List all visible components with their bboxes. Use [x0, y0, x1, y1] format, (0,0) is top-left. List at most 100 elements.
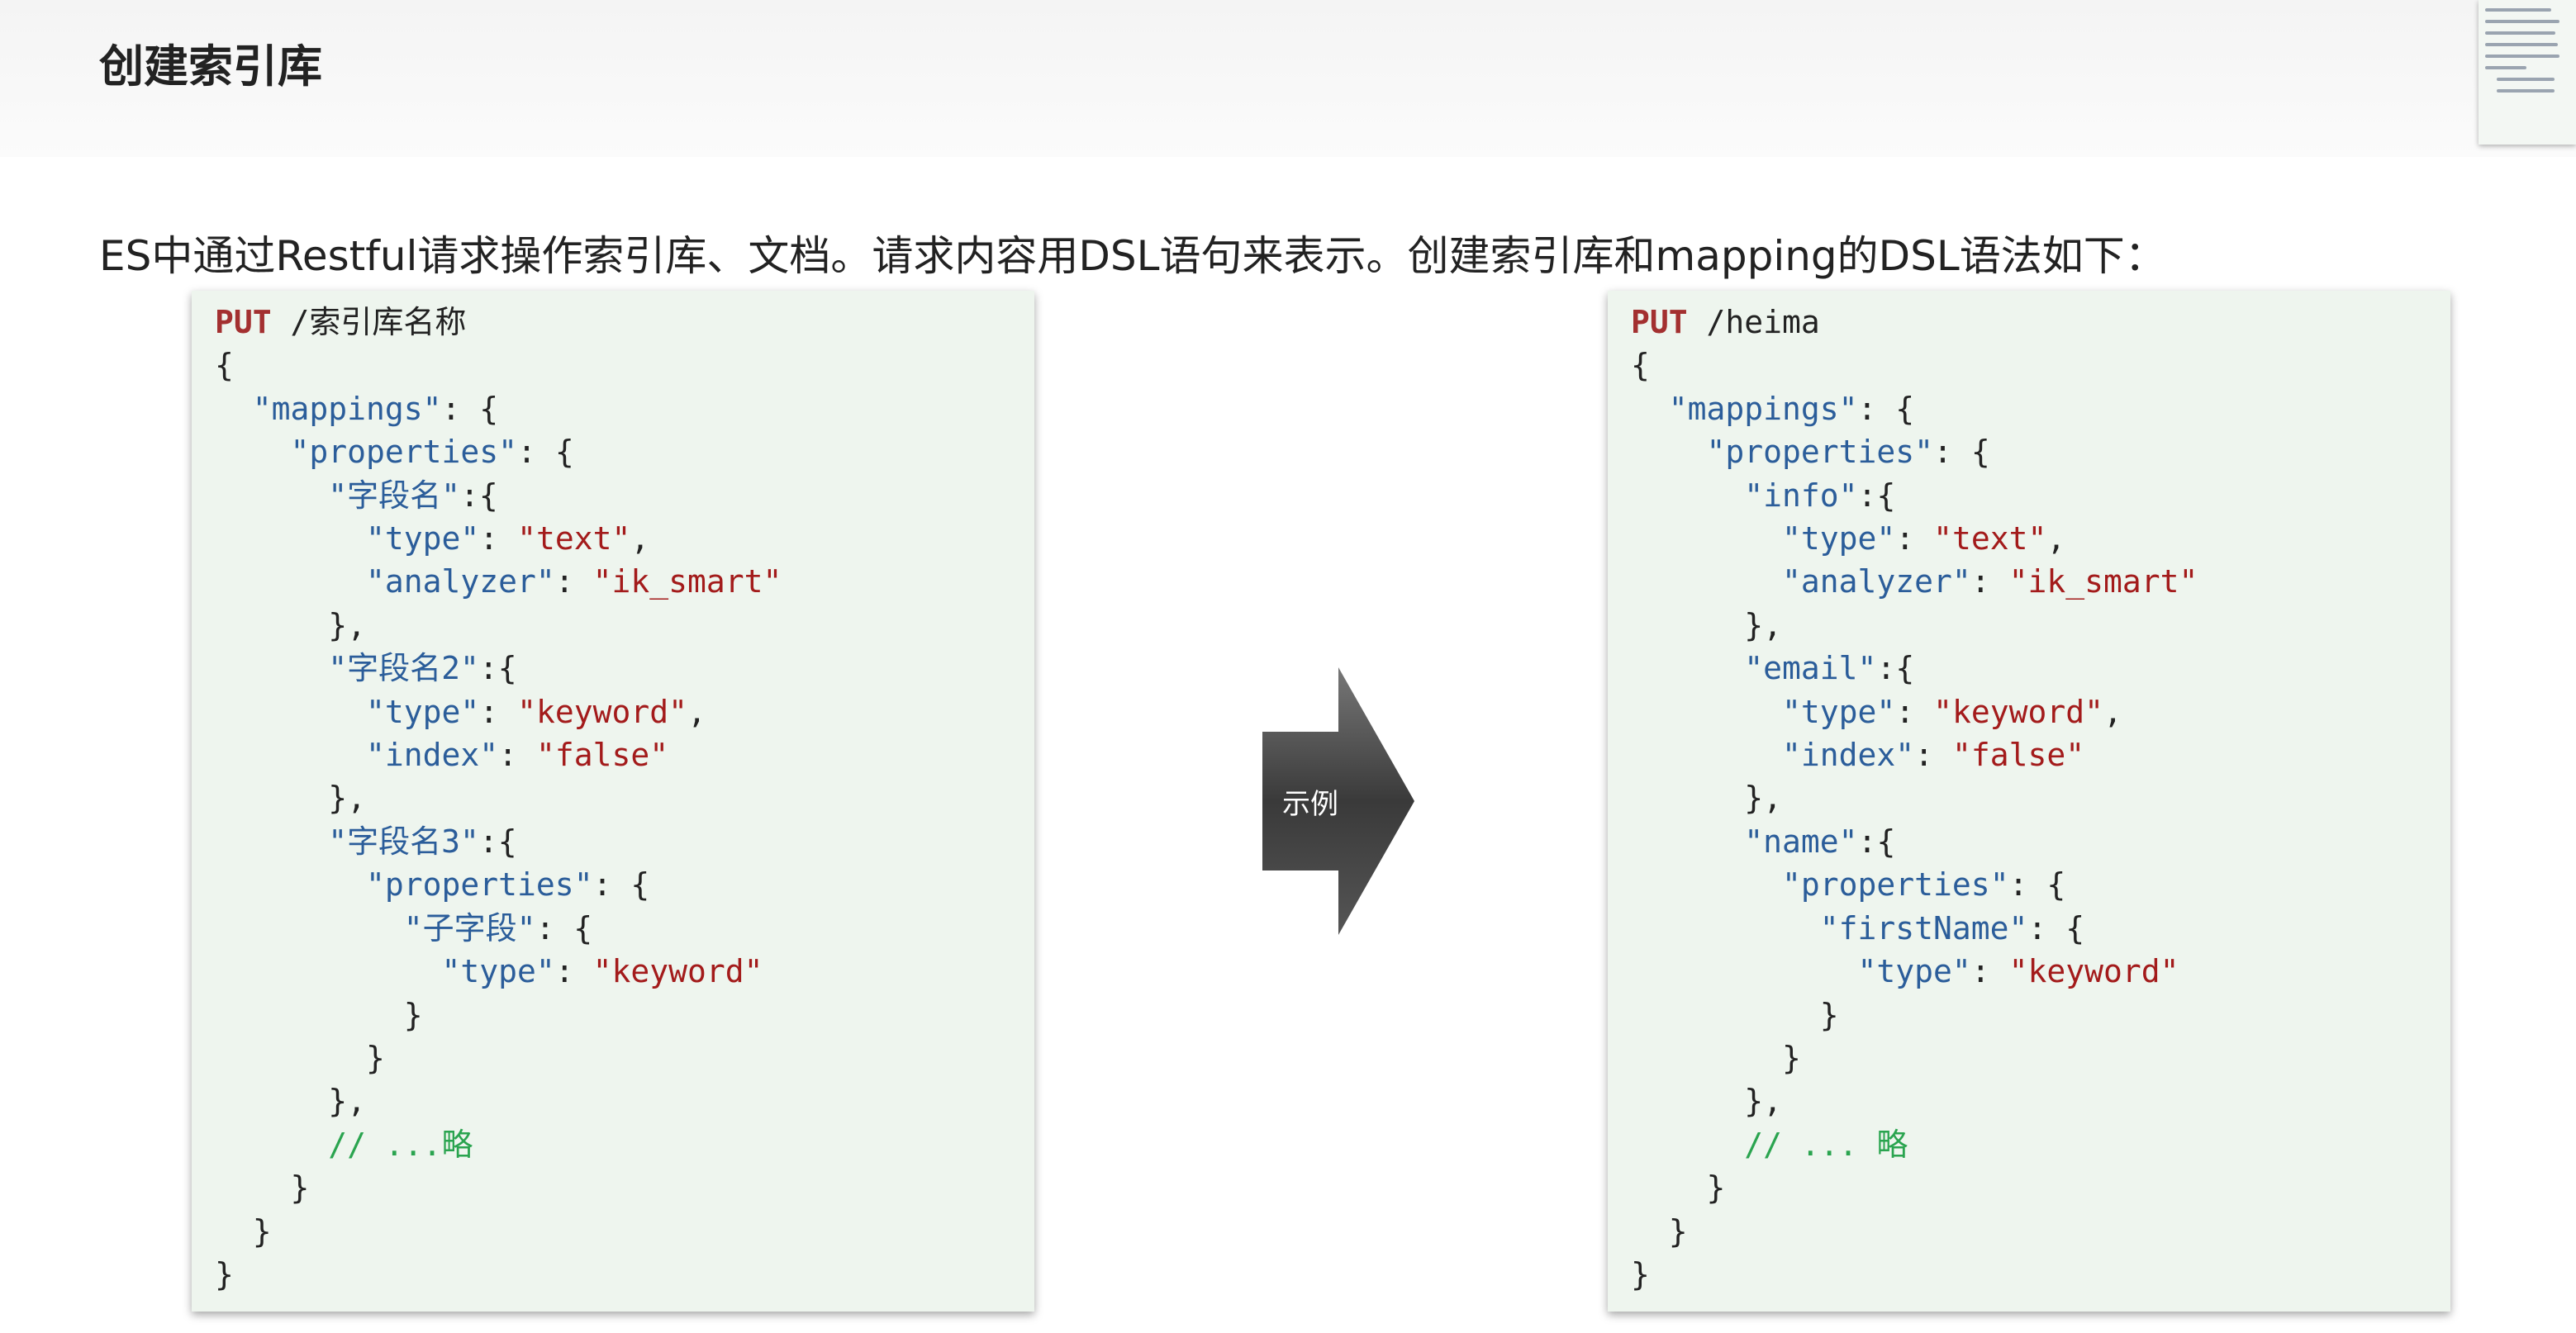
- code-text: [1631, 391, 1669, 427]
- code-text: }: [215, 1255, 234, 1293]
- example-code-block: PUT /heima{ "mappings": { "properties": …: [1608, 291, 2450, 1312]
- code-line: "name":{: [1631, 820, 2450, 863]
- json-string: "text": [517, 520, 631, 557]
- code-line: "type": "text",: [215, 517, 1034, 560]
- code-text: }: [1631, 996, 1839, 1033]
- syntax-code-block: PUT /索引库名称{ "mappings": { "properties": …: [192, 291, 1034, 1312]
- code-text: [1631, 823, 1744, 860]
- json-string: "keyword": [517, 693, 687, 730]
- http-method: PUT: [1631, 304, 1688, 340]
- code-text: [1631, 866, 1782, 903]
- code-line: "字段名":{: [215, 474, 1034, 517]
- code-line: "properties": {: [215, 430, 1034, 473]
- json-key: "properties": [1782, 866, 2009, 904]
- code-text: :: [1970, 953, 2009, 990]
- code-line: "type": "keyword",: [1631, 690, 2450, 733]
- code-text: }: [215, 1039, 385, 1076]
- json-key: "properties": [366, 866, 593, 904]
- code-line: "properties": {: [1631, 430, 2450, 473]
- json-string: "false": [535, 737, 669, 774]
- code-line: "字段名2":{: [215, 647, 1034, 690]
- code-text: : {: [592, 866, 650, 904]
- arrow-label: 示例: [1282, 788, 1338, 821]
- code-text: },: [215, 780, 367, 817]
- code-text: [215, 650, 328, 686]
- description-text: ES中通过Restful请求操作索引库、文档。请求内容用DSL语句来表示。创建索…: [99, 232, 2166, 280]
- code-line: PUT /heima: [1631, 301, 2450, 344]
- code-text: [215, 910, 404, 946]
- code-text: : {: [1857, 390, 1915, 427]
- json-key: "email": [1744, 650, 1877, 687]
- json-key: "mappings": [252, 390, 442, 427]
- code-text: [215, 1127, 328, 1163]
- json-key: "type": [366, 520, 480, 557]
- code-text: : {: [517, 434, 574, 471]
- json-key: "index": [366, 737, 499, 774]
- code-line: }: [215, 1210, 1034, 1253]
- json-key: "type": [366, 693, 480, 730]
- code-text: :{: [460, 477, 498, 514]
- code-text: : {: [441, 390, 499, 427]
- code-text: {: [1631, 347, 1650, 384]
- code-text: [215, 953, 442, 989]
- code-text: : {: [2008, 866, 2066, 904]
- code-line: "mappings": {: [215, 387, 1034, 430]
- code-text: [1631, 1127, 1744, 1163]
- json-key: "type": [441, 953, 555, 990]
- code-text: : {: [535, 909, 593, 946]
- json-string: "keyword": [592, 953, 763, 990]
- json-key: "字段名3": [328, 823, 479, 860]
- code-line: }: [215, 1037, 1034, 1079]
- code-text: },: [215, 606, 367, 643]
- code-line: "firstName": {: [1631, 907, 2450, 950]
- code-text: [1631, 953, 1858, 989]
- code-line: {: [215, 344, 1034, 387]
- json-key: "properties": [290, 434, 518, 471]
- json-string: "ik_smart": [2008, 563, 2198, 600]
- json-key: "type": [1857, 953, 1971, 990]
- code-text: [215, 866, 366, 903]
- code-text: [215, 391, 253, 427]
- code-comment: // ...略: [328, 1126, 473, 1163]
- code-line: "email":{: [1631, 647, 2450, 690]
- json-key: "firstName": [1819, 909, 2028, 946]
- json-key: "info": [1744, 477, 1858, 514]
- code-text: ,: [687, 693, 706, 730]
- code-text: ,: [2046, 520, 2066, 557]
- code-line: },: [1631, 1079, 2450, 1122]
- code-text: ,: [2103, 693, 2122, 730]
- json-string: "ik_smart": [592, 563, 782, 600]
- code-text: [215, 434, 291, 470]
- code-line: "字段名3":{: [215, 820, 1034, 863]
- code-text: }: [1631, 1039, 1801, 1076]
- json-key: "analyzer": [366, 563, 555, 600]
- code-text: }: [1631, 1255, 1650, 1293]
- code-text: :: [1895, 520, 1934, 557]
- code-text: [1631, 434, 1707, 470]
- code-comment: // ... 略: [1744, 1126, 1908, 1163]
- json-string: "keyword": [2008, 953, 2179, 990]
- code-text: :{: [1876, 650, 1915, 687]
- code-text: },: [1631, 1083, 1783, 1120]
- code-text: /索引库名称: [271, 304, 467, 340]
- http-method: PUT: [215, 304, 272, 340]
- code-line: }: [215, 1166, 1034, 1209]
- code-text: /heima: [1687, 304, 1820, 340]
- code-text: },: [1631, 606, 1783, 643]
- json-string: "false": [1951, 737, 2085, 774]
- code-text: :: [1970, 563, 2009, 600]
- page-title: 创建索引库: [99, 40, 322, 93]
- code-text: [215, 563, 366, 600]
- code-line: "properties": {: [215, 863, 1034, 906]
- code-text: {: [215, 347, 234, 384]
- code-line: },: [1631, 776, 2450, 819]
- code-line: "子字段": {: [215, 907, 1034, 950]
- code-text: },: [1631, 780, 1783, 817]
- code-text: }: [215, 1169, 310, 1207]
- code-line: }: [1631, 1166, 2450, 1209]
- code-preview-thumbnail[interactable]: [2479, 0, 2576, 145]
- code-line: "mappings": {: [1631, 387, 2450, 430]
- code-text: [1631, 563, 1782, 600]
- code-text: [215, 694, 366, 730]
- code-text: :: [479, 693, 518, 730]
